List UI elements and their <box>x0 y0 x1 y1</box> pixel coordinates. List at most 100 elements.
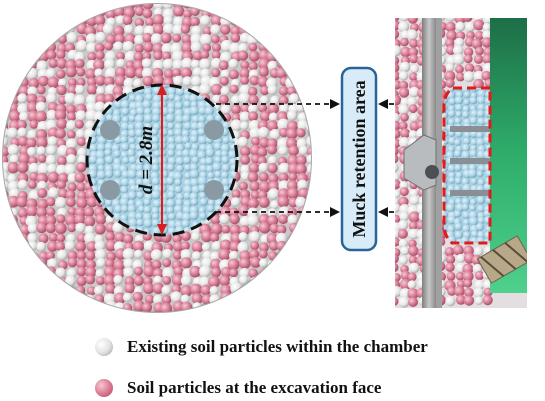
soil-particle <box>470 177 478 185</box>
soil-particle <box>238 43 249 54</box>
soil-particle <box>47 136 58 147</box>
soil-particle <box>47 163 58 174</box>
soil-particle <box>137 205 146 213</box>
soil-particle <box>270 15 280 25</box>
soil-particle <box>181 212 192 222</box>
soil-particle <box>277 267 290 280</box>
soil-particle <box>220 4 230 9</box>
soil-particle <box>180 294 190 304</box>
soil-particle <box>248 50 260 62</box>
soil-particle <box>469 116 478 125</box>
soil-particle <box>165 113 176 123</box>
arrow-right-icon <box>330 99 340 109</box>
soil-particle <box>455 203 465 213</box>
soil-particle <box>286 127 298 140</box>
soil-particle <box>296 285 307 296</box>
soil-particle <box>483 88 490 92</box>
soil-particle <box>134 94 145 104</box>
soil-particle <box>66 268 77 279</box>
soil-particle <box>36 222 48 234</box>
soil-particle <box>142 51 152 61</box>
soil-particle <box>295 51 307 63</box>
soil-particle <box>191 231 201 241</box>
soil-particle <box>247 171 259 183</box>
soil-particle <box>400 37 409 47</box>
soil-particle <box>103 274 116 287</box>
soil-particle <box>279 103 290 114</box>
soil-particle <box>455 110 463 118</box>
soil-particle <box>87 51 97 62</box>
soil-particle <box>47 258 58 269</box>
soil-particle <box>74 172 86 183</box>
soil-particle <box>268 155 278 165</box>
soil-particle <box>9 275 19 285</box>
soil-particle <box>305 26 311 36</box>
soil-particle <box>151 177 161 186</box>
soil-particle <box>37 24 49 36</box>
soil-particle <box>3 8 9 19</box>
soil-particle <box>469 149 478 158</box>
soil-particle <box>76 275 87 287</box>
soil-particle <box>453 244 464 256</box>
soil-particle <box>482 23 492 32</box>
soil-particle <box>152 94 162 104</box>
soil-particle <box>47 240 59 252</box>
soil-particle <box>258 66 269 77</box>
soil-particle <box>143 265 155 278</box>
soil-particle <box>67 4 78 11</box>
soil-particle <box>76 77 86 87</box>
soil-particle <box>395 56 400 66</box>
soil-particle <box>26 249 38 260</box>
soil-particle <box>218 302 230 312</box>
soil-particle <box>408 262 420 274</box>
soil-particle <box>231 95 241 105</box>
soil-particle <box>214 114 223 122</box>
soil-particle <box>192 67 203 77</box>
soil-particle <box>199 191 207 200</box>
soil-particle <box>3 15 9 27</box>
soil-particle <box>268 112 278 122</box>
soil-particle <box>143 113 154 124</box>
soil-particle <box>55 69 66 79</box>
soil-particle <box>473 246 484 257</box>
soil-particle <box>199 197 208 207</box>
soil-particle <box>48 58 59 68</box>
soil-particle <box>286 60 298 72</box>
soil-particle <box>45 68 56 79</box>
soil-particle <box>239 121 249 130</box>
soil-particle <box>183 100 192 108</box>
soil-particle <box>485 169 490 178</box>
soil-particle <box>94 223 106 235</box>
muck-retention-label-box: Muck retention area <box>340 66 378 252</box>
soil-particle <box>136 150 146 160</box>
soil-particle <box>27 129 38 140</box>
soil-particle <box>105 169 114 179</box>
soil-particle <box>199 276 210 288</box>
soil-particle <box>476 131 484 139</box>
soil-particle <box>258 162 269 173</box>
soil-particle <box>267 144 277 155</box>
soil-particle <box>135 183 144 193</box>
soil-particle <box>75 129 86 139</box>
soil-particle <box>259 110 271 122</box>
soil-particle <box>128 137 136 145</box>
soil-particle <box>46 16 59 28</box>
soil-particle <box>220 171 229 180</box>
soil-particle <box>36 85 46 95</box>
soil-particle <box>56 249 68 261</box>
soil-particle <box>124 50 137 63</box>
soil-particle <box>286 23 297 34</box>
soil-particle <box>305 49 311 61</box>
soil-particle <box>278 16 291 29</box>
soil-particle <box>167 129 175 137</box>
soil-particle <box>136 170 145 179</box>
soil-particle <box>114 204 123 214</box>
soil-particle <box>469 216 479 226</box>
soil-particle <box>408 228 419 240</box>
soil-particle <box>120 204 129 213</box>
soil-particle <box>208 276 221 288</box>
soil-particle <box>463 54 473 64</box>
soil-particle <box>161 294 172 305</box>
soil-particle <box>120 129 129 138</box>
